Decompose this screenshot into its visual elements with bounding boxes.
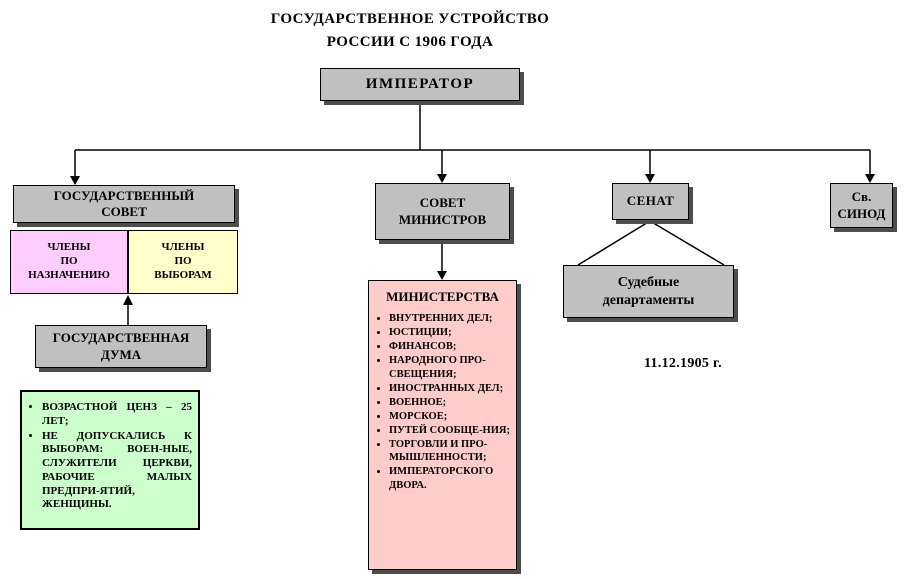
holy-synod-label: Св. СИНОД xyxy=(837,189,886,221)
list-item: МОРСКОЕ; xyxy=(389,410,510,423)
list-item: НАРОДНОГО ПРО-СВЕЩЕНИЯ; xyxy=(389,354,510,380)
members-elected-label: ЧЛЕНЫ ПО ВЫБОРАМ xyxy=(154,241,212,281)
state-duma-node: ГОСУДАРСТВЕННАЯ ДУМА xyxy=(35,325,207,368)
emperor-node: ИМПЕРАТОР xyxy=(320,68,520,101)
state-council-node: ГОСУДАРСТВЕННЫЙ СОВЕТ xyxy=(13,185,235,223)
ministries-list: ВНУТРЕННИХ ДЕЛ;ЮСТИЦИИ;ФИНАНСОВ;НАРОДНОГ… xyxy=(369,312,516,493)
judicial-departments-label: Судебные департаменты xyxy=(602,275,695,308)
list-item: ФИНАНСОВ; xyxy=(389,340,510,353)
duma-electoral-rules-node: ВОЗРАСТНОЙ ЦЕНЗ – 25 ЛЕТ;НЕ ДОПУСКАЛИСЬ … xyxy=(20,390,200,530)
ministries-title: МИНИСТЕРСТВА xyxy=(386,289,499,304)
list-item: ТОРГОВЛИ И ПРО-МЫШЛЕННОСТИ; xyxy=(389,438,510,464)
list-item: ВНУТРЕННИХ ДЕЛ; xyxy=(389,312,510,325)
list-item: ИМПЕРАТОРСКОГО ДВОРА. xyxy=(389,465,510,491)
page-title: ГОСУДАРСТВЕННОЕ УСТРОЙСТВО РОССИИ С 1906… xyxy=(50,8,770,55)
senate-node: СЕНАТ xyxy=(612,183,689,220)
members-appointed-label: ЧЛЕНЫ ПО НАЗНАЧЕНИЮ xyxy=(28,241,110,281)
emperor-label: ИМПЕРАТОР xyxy=(365,76,475,93)
ministries-node: МИНИСТЕРСТВА ВНУТРЕННИХ ДЕЛ;ЮСТИЦИИ;ФИНА… xyxy=(368,280,517,570)
page-title-line2: РОССИИ С 1906 ГОДА xyxy=(326,34,494,51)
list-item: НЕ ДОПУСКАЛИСЬ К ВЫБОРАМ: ВОЕН-НЫЕ, СЛУЖ… xyxy=(42,430,192,513)
judicial-departments-node: Судебные департаменты xyxy=(563,265,734,318)
list-item: ЮСТИЦИИ; xyxy=(389,326,510,339)
list-item: ВОЕННОЕ; xyxy=(389,396,510,409)
page-title-line1: ГОСУДАРСТВЕННОЕ УСТРОЙСТВО xyxy=(270,11,550,27)
members-elected-node: ЧЛЕНЫ ПО ВЫБОРАМ xyxy=(128,230,238,294)
council-of-ministers-node: СОВЕТ МИНИСТРОВ xyxy=(375,183,510,240)
senate-label: СЕНАТ xyxy=(626,193,675,209)
list-item: ВОЗРАСТНОЙ ЦЕНЗ – 25 ЛЕТ; xyxy=(42,401,192,429)
holy-synod-node: Св. СИНОД xyxy=(830,183,893,228)
council-of-ministers-label: СОВЕТ МИНИСТРОВ xyxy=(398,195,487,227)
date-note: 11.12.1905 г. xyxy=(644,356,722,371)
state-council-label: ГОСУДАРСТВЕННЫЙ СОВЕТ xyxy=(53,187,195,219)
duma-electoral-rules-list: ВОЗРАСТНОЙ ЦЕНЗ – 25 ЛЕТ;НЕ ДОПУСКАЛИСЬ … xyxy=(22,401,198,513)
members-appointed-node: ЧЛЕНЫ ПО НАЗНАЧЕНИЮ xyxy=(10,230,128,294)
list-item: ИНОСТРАННЫХ ДЕЛ; xyxy=(389,382,510,395)
list-item: ПУТЕЙ СООБЩЕ-НИЯ; xyxy=(389,424,510,437)
state-duma-label: ГОСУДАРСТВЕННАЯ ДУМА xyxy=(52,330,190,362)
